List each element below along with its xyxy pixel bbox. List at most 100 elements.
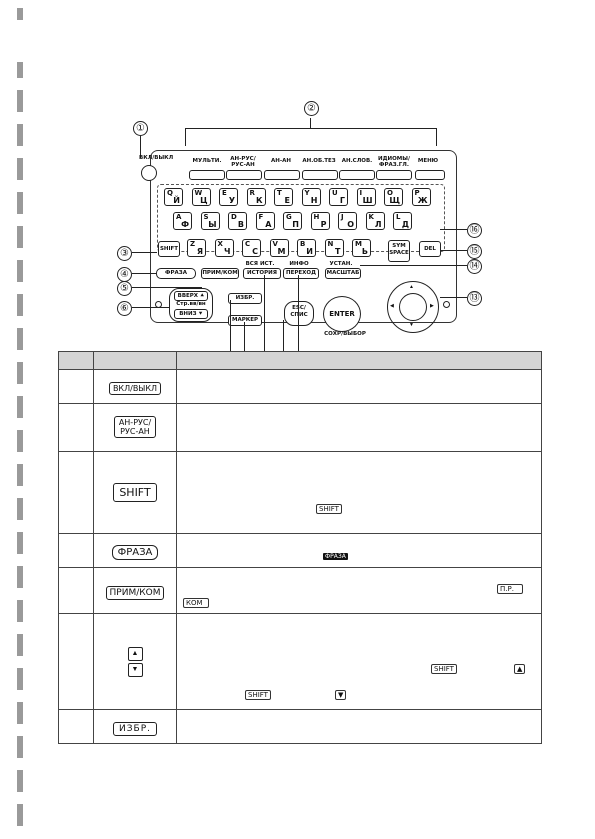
margin-bar (17, 634, 23, 656)
arrow-left-icon[interactable]: ◀ (390, 303, 394, 309)
table-row: ПРИМ/КОМ П.Р. КОМ (58, 567, 542, 614)
table-cell (58, 613, 94, 710)
key-latin-label: Z (190, 240, 196, 248)
esc-key[interactable]: ESC/ СПИС (284, 301, 314, 326)
key-cyrillic-label: Ж (417, 196, 428, 205)
page-down-key[interactable]: ВНИЗ ⯆ (174, 309, 208, 319)
del-key[interactable]: DEL (419, 241, 441, 257)
leader-line (440, 229, 467, 230)
page-up-key[interactable]: ВВЕРХ ⯅ (174, 291, 208, 301)
key-cyrillic-label: Я (196, 247, 203, 256)
bracket-line (436, 128, 438, 146)
enter-key[interactable]: ENTER (323, 296, 361, 332)
sym-space-key[interactable]: SYM SPACE (388, 240, 410, 262)
leader-line (440, 250, 467, 251)
arrow-down-icon[interactable]: ▼ (409, 322, 414, 328)
key-latin-label: D (231, 213, 237, 221)
key-latin-label: C (245, 240, 251, 248)
leader-line (140, 136, 141, 158)
fkey-an-slov[interactable] (339, 170, 375, 180)
margin-bar (17, 328, 23, 350)
fkey-menu[interactable] (415, 170, 445, 180)
dpad[interactable]: ▲ ▼ ◀ ▶ (387, 281, 439, 333)
key-latin-label: O (387, 189, 393, 197)
fkey-label-an-ob-tez: АН.ОБ.ТЕЗ (302, 158, 336, 164)
leader-line (283, 320, 284, 355)
key-cyrillic-label: Н (310, 196, 318, 205)
key-cyrillic-label: Г (339, 196, 345, 205)
callout-15: ⑮ (467, 244, 482, 259)
fkey-an-ob-tez[interactable] (302, 170, 338, 180)
key-cyrillic-label: Е (284, 196, 290, 205)
callout-6: ⑥ (117, 301, 132, 316)
table-cell (176, 369, 542, 404)
table-cell: SHIFT (176, 451, 542, 534)
table-cell (58, 567, 94, 614)
ustan-label: УСТАН. (329, 261, 353, 267)
fraza-keycap: ФРАЗА (111, 544, 159, 560)
prim-kom-key[interactable]: ПРИМ/КОМ (201, 268, 239, 279)
masshtab-key[interactable]: МАСШТАБ (325, 268, 361, 279)
key-latin-label: Y (304, 189, 310, 197)
arrow-right-icon[interactable]: ▶ (430, 303, 434, 309)
margin-bar (17, 260, 23, 282)
leader-line (132, 307, 170, 308)
izbr-key[interactable]: ИЗБР. (228, 293, 262, 304)
fkey-multi[interactable] (189, 170, 225, 180)
key-cyrillic-label: Л (374, 220, 382, 229)
key-latin-label: K (368, 213, 374, 221)
margin-bar (17, 158, 23, 180)
leader-line (132, 273, 157, 274)
fkey-an-rus[interactable] (226, 170, 262, 180)
shift-key[interactable]: SHIFT (158, 241, 180, 257)
scroll-up-inline-key: ▲ (514, 664, 526, 674)
fraza-key[interactable]: ФРАЗА (156, 268, 196, 279)
istoriya-key[interactable]: ИСТОРИЯ (243, 268, 281, 279)
key-cyrillic-label: У (228, 196, 235, 205)
key-latin-label: A (176, 213, 182, 221)
fkey-an-an[interactable] (264, 170, 300, 180)
fkey-idiomy[interactable] (376, 170, 412, 180)
key-latin-label: F (258, 213, 264, 221)
leader-line (244, 322, 245, 355)
scroll-up-keycap: ▲ (127, 646, 143, 661)
callout-5: ⑤ (117, 281, 132, 296)
marker-key[interactable]: МАРКЕР (228, 315, 262, 326)
key-cyrillic-label: Щ (389, 196, 400, 205)
leader-line (360, 265, 467, 266)
fkey-label-menu: МЕНЮ (417, 158, 439, 164)
key-latin-label: W (194, 189, 203, 197)
power-button[interactable] (141, 165, 157, 181)
margin-bar (17, 770, 23, 792)
table-cell: ИЗБР. (93, 709, 177, 744)
fkey-label-an-slov: АН.СЛОВ. (341, 158, 373, 164)
arrow-up-icon[interactable]: ▲ (409, 284, 414, 290)
perehod-key[interactable]: ПЕРЕХОД (283, 268, 319, 279)
